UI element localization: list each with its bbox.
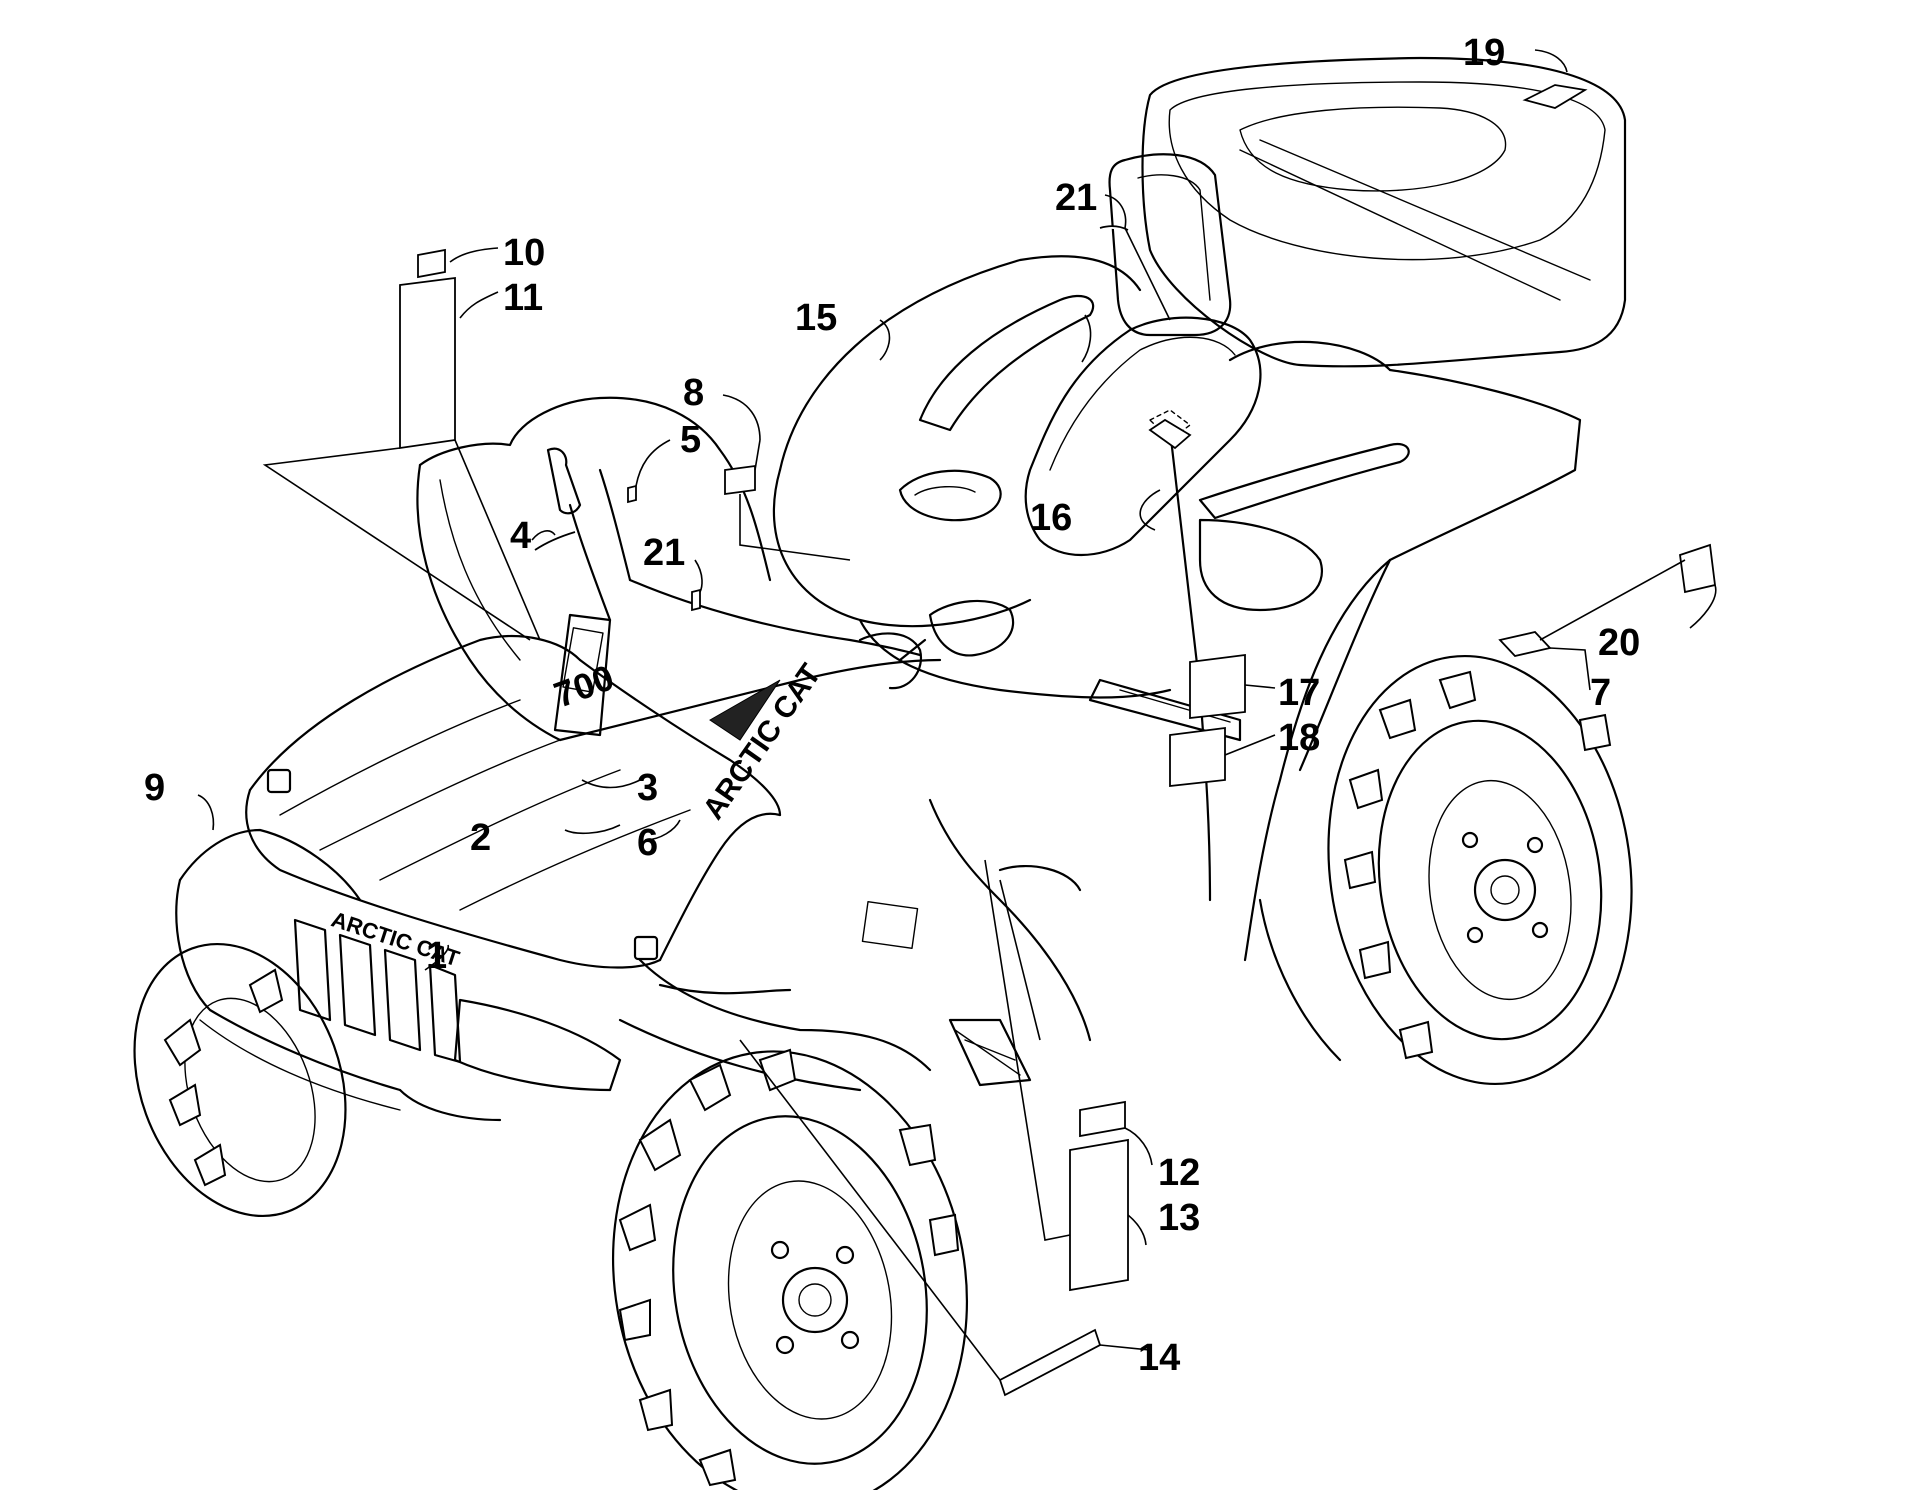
decal-12	[1079, 1100, 1126, 1138]
atv-line-drawing: ARCTIC CAT 700 ARCTIC CAT	[133, 56, 1633, 1490]
left-front-wheel	[133, 942, 347, 1218]
front-grille	[175, 828, 622, 1122]
callout-4: 4	[510, 515, 531, 557]
model-700-text: 700	[549, 656, 619, 715]
front-fender	[618, 958, 932, 1092]
callout-18: 18	[1278, 717, 1320, 759]
callout-14: 14	[1138, 1337, 1180, 1379]
decal-8	[724, 464, 756, 496]
body-center	[772, 255, 1172, 699]
callout-1: 1	[426, 935, 447, 977]
callout-15: 15	[795, 297, 837, 339]
arctic-cat-logo-text: ARCTIC CAT	[697, 658, 828, 825]
callout-20: 20	[1598, 622, 1640, 664]
floorboards	[861, 798, 1092, 1087]
callout-13: 13	[1158, 1197, 1200, 1239]
left-rear-wheel-hint	[1258, 898, 1342, 1062]
decal-7	[1498, 631, 1552, 657]
callout-21-seat: 21	[1055, 177, 1097, 219]
right-rear-wheel	[1327, 654, 1633, 1086]
decal-17	[1189, 653, 1246, 720]
front-rack	[245, 634, 782, 969]
decal-11	[399, 276, 456, 450]
callout-12: 12	[1158, 1152, 1200, 1194]
decal-5	[627, 484, 637, 504]
rear-cargo-box	[1141, 56, 1627, 368]
decal-13	[1069, 1138, 1129, 1292]
front-fairing	[416, 396, 942, 742]
handlebar	[546, 447, 1015, 737]
passenger-backrest	[1108, 153, 1232, 337]
decal-21-rear	[1099, 225, 1129, 231]
decal-18	[1169, 726, 1226, 788]
callout-19: 19	[1463, 32, 1505, 74]
callout-5: 5	[680, 419, 701, 461]
right-front-wheel	[611, 1048, 969, 1490]
callout-6: 6	[637, 822, 658, 864]
decal-19	[1522, 84, 1588, 109]
decal-20	[1679, 543, 1716, 594]
callout-9: 9	[144, 767, 165, 809]
tank-logo: ARCTIC CAT 700	[549, 656, 828, 825]
callout-2: 2	[470, 817, 491, 859]
decal-14	[998, 1328, 1102, 1397]
callout-8: 8	[683, 372, 704, 414]
decal-10	[417, 248, 446, 279]
callout-3: 3	[637, 767, 658, 809]
leader-lines	[197, 49, 1717, 1381]
decal-21-front	[691, 588, 701, 612]
callout-labels: 1 2 3 4 5 6 7 8 9 10 11 12 13 14 15 16 1…	[144, 32, 1640, 1379]
callout-16: 16	[1030, 497, 1072, 539]
callout-7: 7	[1590, 672, 1611, 714]
decal-shapes	[399, 84, 1716, 1397]
callout-10: 10	[503, 232, 545, 274]
decal-4	[534, 531, 576, 551]
callout-17: 17	[1278, 672, 1320, 714]
callout-21-dash: 21	[643, 532, 685, 574]
decal-16	[1148, 418, 1192, 450]
callout-11: 11	[503, 277, 543, 319]
grab-handles	[918, 294, 1410, 612]
